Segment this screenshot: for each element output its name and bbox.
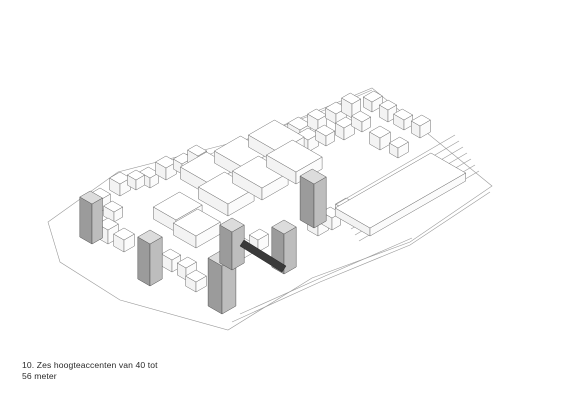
caption-line-2: 56 meter (22, 371, 57, 381)
low-block-11 (315, 124, 336, 147)
low-block-7 (393, 108, 414, 131)
low-block-19-roof (187, 144, 208, 157)
rail-shed (334, 152, 467, 237)
low-block-11-roof (315, 124, 336, 137)
low-block-8 (410, 114, 431, 139)
low-block-5-roof (362, 90, 383, 103)
tower-3-left-face (207, 257, 223, 315)
low-block-26-roof (161, 248, 182, 261)
low-block-21-roof (126, 169, 146, 181)
tower-4-roof (219, 217, 245, 233)
low-block-26 (161, 248, 182, 273)
low-block-1-roof (287, 116, 311, 131)
road-line-south (231, 191, 491, 323)
tower-1 (79, 190, 103, 245)
hall-block-5-roof (231, 155, 289, 189)
tower-4 (219, 217, 245, 271)
low-block-2-roof (307, 108, 328, 121)
low-block-21 (126, 169, 146, 191)
low-block-12-roof (334, 116, 355, 129)
tower-6 (299, 168, 327, 229)
tower-2-left-face (137, 236, 151, 287)
tower-1-left-face (79, 196, 93, 245)
low-block-20-roof (109, 171, 131, 185)
low-block-13-roof (351, 110, 372, 123)
tower-1-roof (79, 190, 103, 205)
low-block-6 (378, 99, 398, 123)
tower-5-right-face (283, 226, 297, 275)
low-block-14 (369, 125, 391, 151)
hall-block-6-roof (265, 139, 323, 173)
tower-6-right-face (313, 176, 327, 229)
hall-block-8 (172, 208, 221, 249)
figure-caption: 10. Zes hoogteaccenten van 40 tot 56 met… (22, 360, 158, 382)
station-canopy (239, 239, 287, 273)
tower-4-left-face (219, 224, 233, 271)
low-block-5 (362, 90, 383, 113)
rail-yard (334, 134, 480, 242)
low-block-6-roof (378, 99, 398, 111)
tower-2-right-face (149, 236, 163, 287)
tower-2-roof (137, 229, 163, 245)
low-block-13 (351, 110, 372, 133)
high-rise-accents (79, 168, 327, 315)
low-block-17-roof (155, 155, 177, 169)
low-block-28-roof (185, 269, 207, 283)
low-block-8-roof (410, 114, 431, 127)
caption-line-1: 10. Zes hoogteaccenten van 40 tot (22, 360, 158, 370)
low-block-23-roof (103, 200, 124, 213)
low-block-7-roof (393, 108, 414, 121)
low-block-12 (334, 116, 355, 141)
rail-track-1 (334, 134, 456, 206)
low-block-17 (155, 155, 177, 181)
hall-block-7-roof (152, 191, 203, 221)
hall-block-8-roof (172, 208, 221, 237)
road-line-south-inner (239, 237, 413, 315)
hall-block-4 (197, 171, 255, 217)
building-blocks (89, 90, 431, 293)
low-block-25 (113, 227, 135, 253)
tower-2 (137, 229, 163, 287)
tower-6-roof (299, 168, 327, 185)
low-block-15 (388, 136, 409, 159)
tower-1-right-face (91, 197, 103, 245)
hall-block-4-roof (197, 171, 255, 205)
site-ground-outline (47, 87, 493, 331)
tower-6-left-face (299, 175, 315, 229)
low-block-14-roof (369, 125, 391, 139)
low-block-30-roof (248, 228, 269, 241)
tower-5 (271, 219, 297, 275)
low-block-15-roof (388, 136, 409, 149)
low-block-28 (185, 269, 207, 293)
tower-5-roof (271, 219, 297, 235)
rail-shed-roof (334, 152, 467, 229)
low-block-4-roof (341, 92, 362, 105)
low-block-23 (103, 200, 124, 223)
low-block-27-roof (176, 256, 197, 269)
low-block-25-roof (113, 227, 135, 241)
hall-block-5 (231, 155, 289, 201)
